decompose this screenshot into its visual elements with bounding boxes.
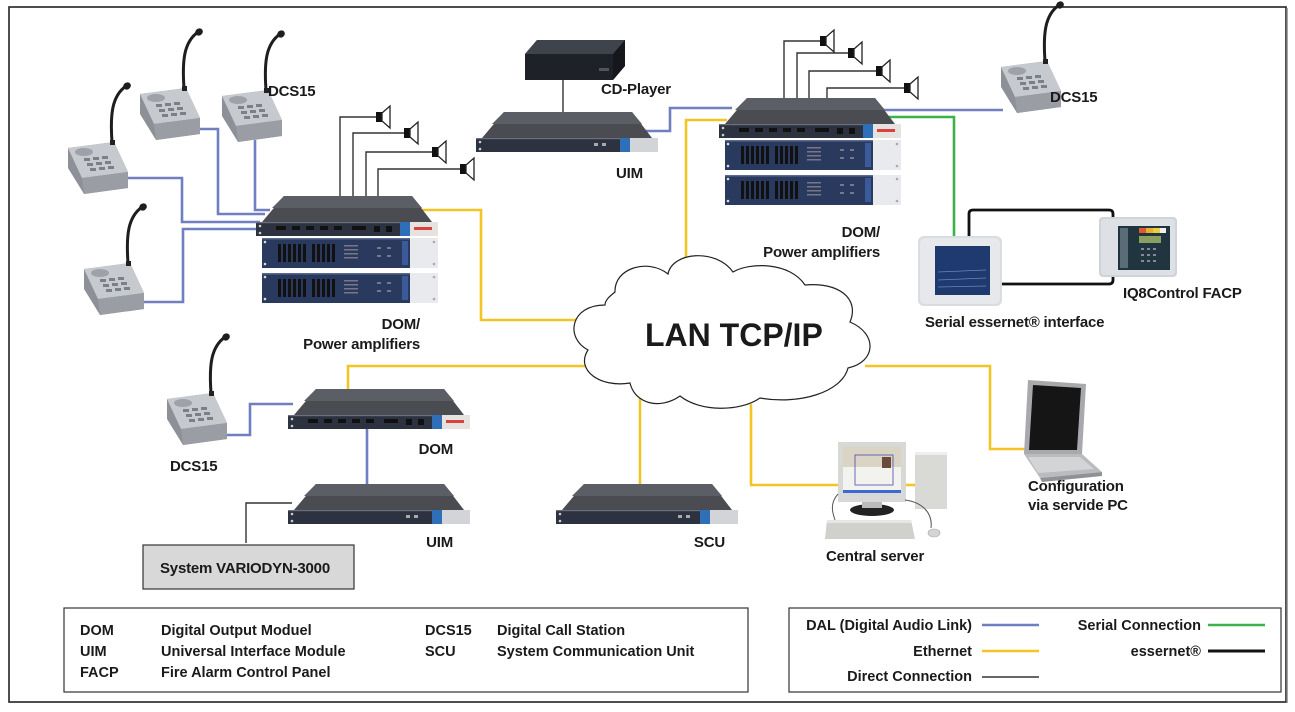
abbreviation-legend: DOM Digital Output Moduel UIM Universal …: [63, 607, 749, 693]
serial-interface-label: Serial essernet® interface: [925, 314, 1104, 331]
serial-interface-device: [918, 236, 1002, 306]
serial-connection: [860, 115, 956, 238]
legend-direct-label: Direct Connection: [847, 669, 972, 685]
call-station-icon: [138, 25, 206, 142]
uim-top-device: [476, 112, 658, 152]
dom-bottom-device: [288, 389, 470, 429]
essernet-connection: [967, 208, 1115, 286]
abbr-scu-meaning: System Communication Unit: [497, 644, 695, 660]
abbr-dcs15: DCS15: [425, 623, 472, 639]
abbr-facp-meaning: Fire Alarm Control Panel: [161, 665, 330, 681]
dom-left-label-2: Power amplifiers: [303, 336, 420, 353]
call-station-icon: [82, 200, 150, 317]
speaker-icon: [459, 157, 475, 181]
service-laptop-device: [1024, 380, 1102, 482]
variodyn-box: System VARIODYN-3000: [142, 544, 355, 590]
abbr-dcs15-meaning: Digital Call Station: [497, 623, 625, 639]
speaker-icon: [431, 140, 447, 164]
abbr-dom-meaning: Digital Output Moduel: [161, 623, 312, 639]
abbr-uim-meaning: Universal Interface Module: [161, 644, 346, 660]
outer-frame: [8, 6, 1287, 703]
dal-connections: [122, 106, 1003, 484]
speaker-icon: [875, 59, 891, 83]
abbr-facp: FACP: [80, 665, 119, 681]
dcs15-right-label: DCS15: [1050, 89, 1097, 106]
scu-label: SCU: [694, 534, 725, 551]
lan-cloud: LAN TCP/IP: [573, 255, 871, 409]
abbr-dom: DOM: [80, 623, 114, 639]
dom-left-stack: [256, 196, 438, 303]
abbr-uim: UIM: [80, 644, 107, 660]
speaker-icon: [903, 76, 919, 100]
direct-connections: [245, 40, 905, 543]
abbr-scu: SCU: [425, 644, 456, 660]
dcs15-top-label: DCS15: [268, 83, 315, 100]
service-pc-label-2: via servide PC: [1028, 497, 1128, 514]
facp-device: [1099, 217, 1177, 277]
scu-device: [556, 484, 738, 524]
speaker-icon: [819, 29, 835, 53]
variodyn-label: System VARIODYN-3000: [160, 560, 330, 577]
dom-right-stack: [719, 98, 901, 205]
dom-right-label-2: Power amplifiers: [763, 244, 880, 261]
dom-left-label-1: DOM/: [382, 316, 421, 333]
facp-label: IQ8Control FACP: [1123, 285, 1242, 302]
legend-dal-label: DAL (Digital Audio Link): [806, 618, 972, 634]
central-server-label: Central server: [826, 548, 924, 565]
legend-ethernet-label: Ethernet: [913, 644, 972, 660]
dom-bottom-label: DOM: [419, 441, 453, 458]
uim-bottom-label: UIM: [426, 534, 453, 551]
line-type-legend: DAL (Digital Audio Link) Ethernet Direct…: [788, 607, 1282, 693]
cd-player-device: [525, 40, 625, 80]
legend-serial-label: Serial Connection: [1078, 618, 1201, 634]
cd-player-label: CD-Player: [601, 81, 671, 98]
central-server-device: [825, 442, 947, 539]
service-pc-label-1: Configuration: [1028, 478, 1124, 495]
speaker-icon: [403, 121, 419, 145]
dom-right-label-1: DOM/: [842, 224, 881, 241]
lan-label: LAN TCP/IP: [645, 317, 823, 353]
uim-bottom-device: [288, 484, 470, 524]
call-station-icon: [66, 79, 134, 196]
call-station-icon: [165, 330, 233, 447]
speaker-icon: [375, 105, 391, 129]
speaker-icon: [847, 41, 863, 65]
legend-essernet-label: essernet®: [1131, 644, 1202, 660]
dcs15-bottom-label: DCS15: [170, 458, 217, 475]
uim-top-label: UIM: [616, 165, 643, 182]
